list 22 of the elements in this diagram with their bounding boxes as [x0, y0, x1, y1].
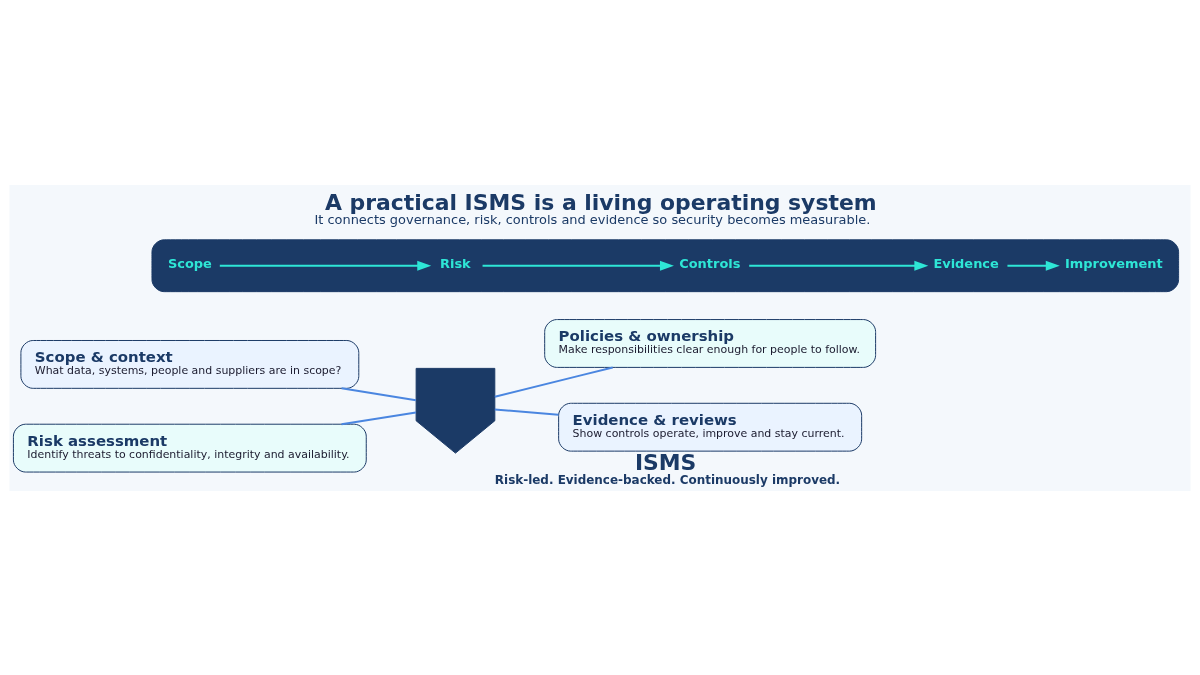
- arrow: [748, 260, 929, 271]
- arrow: [481, 260, 674, 271]
- cluster: [151, 238, 1180, 292]
- connector: [493, 365, 614, 398]
- node-label: Risk-led. Evidence-backed. Continuously improved.: [494, 472, 841, 487]
- node-text: Improvement: [1064, 255, 1163, 271]
- arrow: [218, 260, 432, 271]
- connector: [340, 386, 417, 401]
- node-text: Controls: [679, 255, 741, 271]
- node-shield: [415, 367, 496, 454]
- connector: [340, 410, 417, 425]
- node-box: Evidence & reviews Show controls operate, improve and stay current.: [558, 402, 863, 452]
- connector: [493, 407, 560, 416]
- node-box: Scope & context What data, systems, people and suppliers are in scope?: [20, 339, 360, 389]
- arrow: [1006, 260, 1060, 271]
- diagram-title: A practical ISMS is a living operating system: [324, 189, 877, 215]
- node-text: Scope: [167, 255, 212, 271]
- node-box: Risk assessment Identify threats to confidentiality, integrity and availability.: [12, 423, 367, 473]
- node-text: Risk: [440, 255, 471, 271]
- node-box: Policies & ownership Make responsibilities clear enough for people to follow.: [544, 318, 877, 368]
- node-label: ISMS: [634, 449, 697, 475]
- node-text: Evidence: [933, 255, 999, 271]
